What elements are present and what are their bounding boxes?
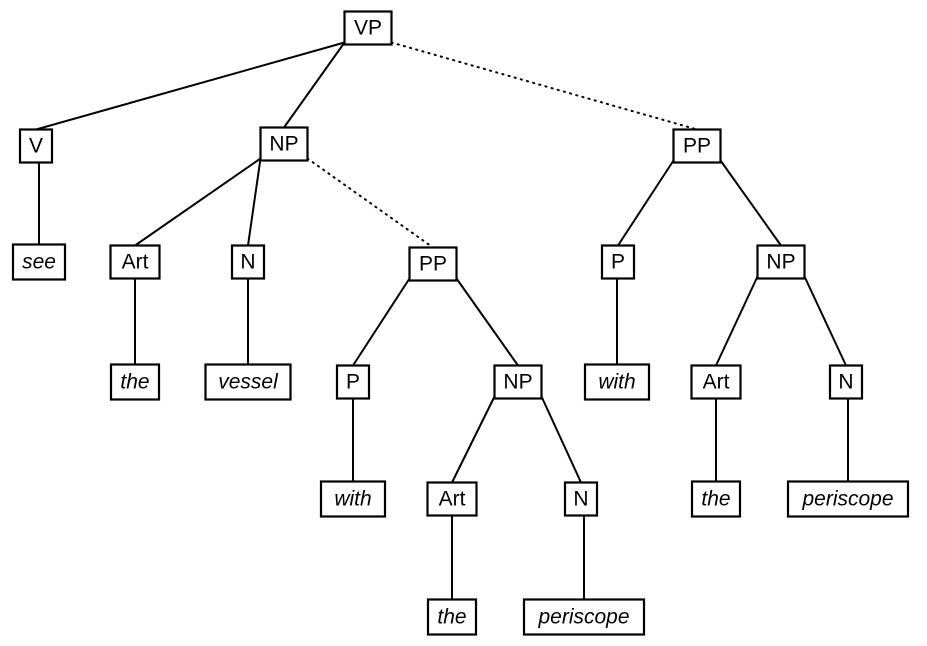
node-box-with_m bbox=[319, 480, 387, 518]
tree-edges bbox=[35, 41, 849, 600]
node-label-periscope_r: periscope bbox=[801, 488, 893, 511]
tree-node-n1[interactable]: N bbox=[230, 244, 266, 280]
tree-edge-vp-to-v bbox=[35, 41, 345, 131]
tree-edge-np_right-to-art_r bbox=[715, 276, 759, 366]
node-label-n_m: N bbox=[573, 488, 588, 511]
node-label-pp_right: PP bbox=[683, 135, 711, 158]
tree-edge-np_mid-to-art_m bbox=[451, 396, 496, 483]
node-label-see: see bbox=[22, 251, 56, 274]
tree-node-pp_right[interactable]: PP bbox=[672, 128, 722, 164]
tree-edge-np1-to-art1 bbox=[134, 157, 262, 247]
tree-edge-np_right-to-n_r bbox=[803, 276, 847, 366]
tree-node-pp_mid[interactable]: PP bbox=[408, 246, 458, 282]
node-label-with_r: with bbox=[598, 371, 635, 394]
node-box-pp_mid bbox=[408, 246, 458, 282]
node-label-np1: NP bbox=[269, 133, 298, 156]
tree-node-vp[interactable]: VP bbox=[343, 10, 393, 46]
node-box-np1 bbox=[259, 126, 309, 162]
tree-node-np_mid[interactable]: NP bbox=[493, 364, 543, 400]
leaf-node-the_r[interactable]: the bbox=[690, 480, 742, 518]
tree-edge-np_mid-to-n_m bbox=[540, 396, 582, 483]
node-box-np_mid bbox=[493, 364, 543, 400]
node-box-see bbox=[11, 243, 67, 281]
node-label-p_right: P bbox=[611, 251, 625, 274]
node-label-np_mid: NP bbox=[503, 371, 532, 394]
tree-edge-vp-to-np1 bbox=[283, 41, 346, 129]
node-label-n_r: N bbox=[838, 371, 853, 394]
tree-edge-np1-to-pp_mid bbox=[306, 157, 434, 249]
tree-node-np_right[interactable]: NP bbox=[756, 244, 806, 280]
leaf-node-with_r[interactable]: with bbox=[583, 363, 651, 401]
node-box-v bbox=[18, 128, 54, 164]
tree-node-p_right[interactable]: P bbox=[600, 244, 636, 280]
leaf-node-see[interactable]: see bbox=[11, 243, 67, 281]
node-box-n_r bbox=[828, 364, 864, 400]
tree-node-p_mid[interactable]: P bbox=[335, 364, 371, 400]
node-label-vp: VP bbox=[354, 17, 382, 40]
node-label-art_m: Art bbox=[439, 488, 466, 511]
node-box-art_r bbox=[690, 364, 742, 400]
node-box-p_right bbox=[600, 244, 636, 280]
node-box-the1 bbox=[109, 363, 161, 401]
node-label-n1: N bbox=[240, 251, 255, 274]
node-box-np_right bbox=[756, 244, 806, 280]
node-label-the_r: the bbox=[701, 488, 730, 511]
leaf-node-with_m[interactable]: with bbox=[319, 480, 387, 518]
node-label-with_m: with bbox=[334, 488, 371, 511]
node-label-the_m: the bbox=[437, 606, 466, 629]
node-box-vp bbox=[343, 10, 393, 46]
node-label-art1: Art bbox=[122, 251, 149, 274]
tree-edge-pp_mid-to-p_mid bbox=[352, 277, 411, 367]
node-box-the_m bbox=[426, 598, 478, 636]
node-box-with_r bbox=[583, 363, 651, 401]
leaf-node-vessel[interactable]: vessel bbox=[204, 363, 292, 401]
leaf-node-the1[interactable]: the bbox=[109, 363, 161, 401]
node-label-vessel: vessel bbox=[218, 371, 279, 394]
tree-node-art_r[interactable]: Art bbox=[690, 364, 742, 400]
node-box-pp_right bbox=[672, 128, 722, 164]
tree-node-art_m[interactable]: Art bbox=[426, 481, 478, 517]
tree-node-art1[interactable]: Art bbox=[109, 244, 161, 280]
tree-node-n_r[interactable]: N bbox=[828, 364, 864, 400]
node-label-the1: the bbox=[120, 371, 149, 394]
leaf-node-periscope_r[interactable]: periscope bbox=[786, 480, 910, 518]
node-box-art1 bbox=[109, 244, 161, 280]
node-label-v: V bbox=[29, 135, 43, 158]
tree-node-n_m[interactable]: N bbox=[563, 481, 599, 517]
tree-edge-pp_right-to-p_right bbox=[617, 159, 675, 247]
tree-edge-pp_mid-to-np_mid bbox=[455, 277, 519, 367]
node-label-np_right: NP bbox=[766, 251, 795, 274]
node-label-pp_mid: PP bbox=[419, 253, 447, 276]
leaf-node-the_m[interactable]: the bbox=[426, 598, 478, 636]
node-box-p_mid bbox=[335, 364, 371, 400]
tree-node-v[interactable]: V bbox=[18, 128, 54, 164]
node-box-the_r bbox=[690, 480, 742, 518]
node-box-periscope_m bbox=[522, 598, 646, 636]
node-label-art_r: Art bbox=[703, 371, 730, 394]
node-box-n1 bbox=[230, 244, 266, 280]
node-box-art_m bbox=[426, 481, 478, 517]
node-box-vessel bbox=[204, 363, 292, 401]
leaf-node-periscope_m[interactable]: periscope bbox=[522, 598, 646, 636]
node-box-n_m bbox=[563, 481, 599, 517]
tree-edge-np1-to-n1 bbox=[247, 158, 262, 246]
node-box-periscope_r bbox=[786, 480, 910, 518]
tree-edge-pp_right-to-np_right bbox=[719, 159, 782, 247]
tree-node-np1[interactable]: NP bbox=[259, 126, 309, 162]
node-label-p_mid: P bbox=[346, 371, 360, 394]
tree-edge-vp-to-pp_right bbox=[390, 41, 698, 131]
node-label-periscope_m: periscope bbox=[537, 606, 629, 629]
